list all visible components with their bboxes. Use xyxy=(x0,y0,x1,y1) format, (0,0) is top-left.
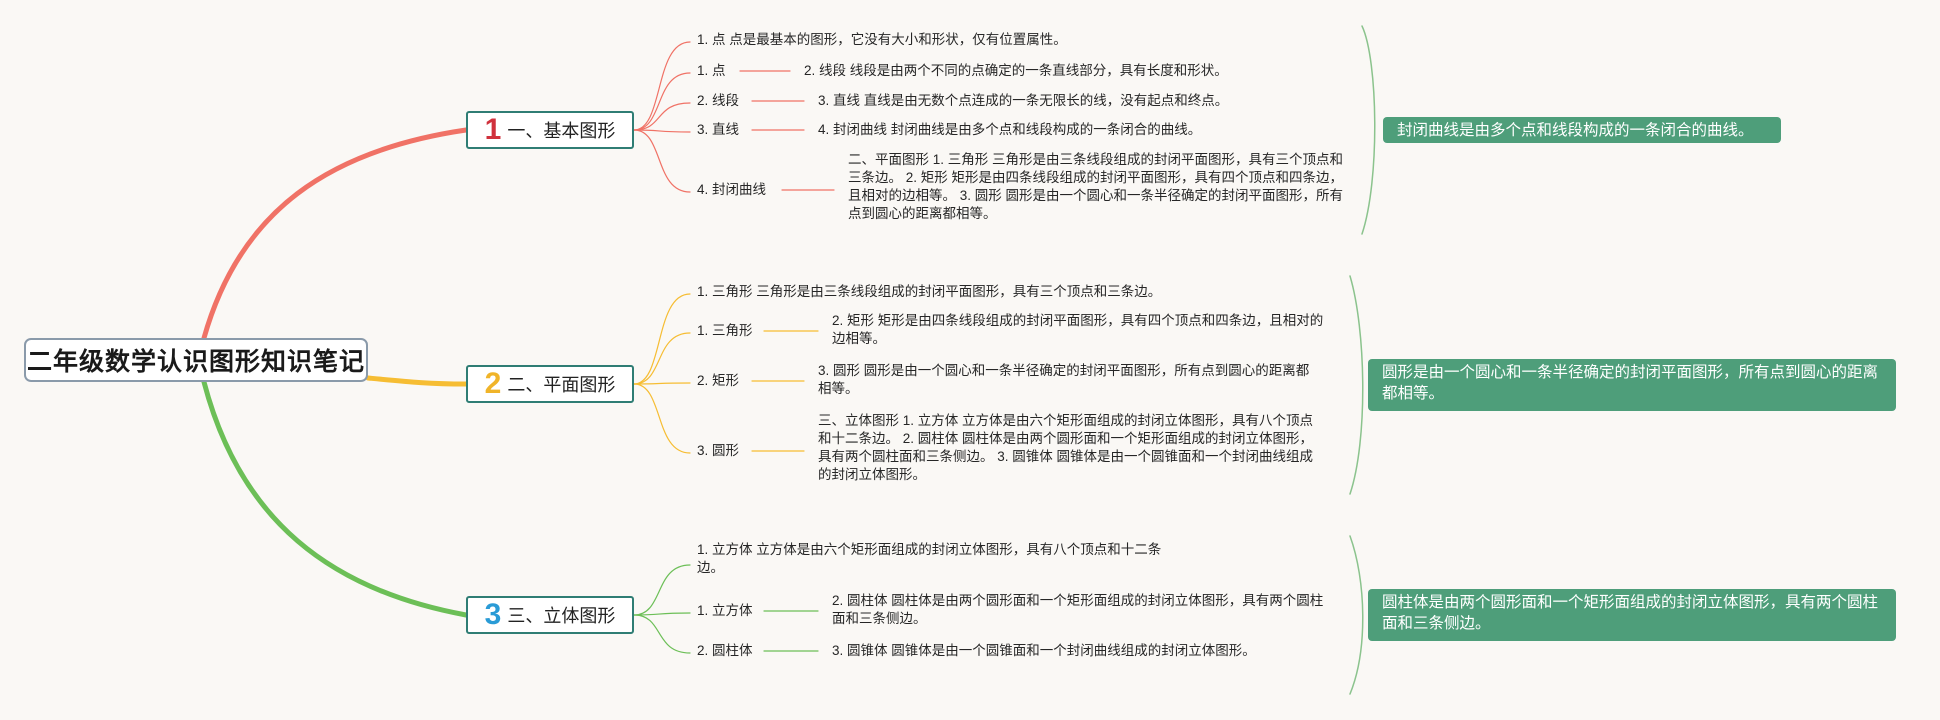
topic-item[interactable]: 3. 圆形 xyxy=(697,443,740,458)
connector-branch2-item-0 xyxy=(633,293,691,385)
branch-basic-shapes[interactable]: 1 一、基本图形 xyxy=(466,111,634,149)
connector-branch3-item-1 xyxy=(633,612,691,616)
topic-item[interactable]: 4. 封闭曲线 xyxy=(697,182,767,197)
branch-label: 三、立体图形 xyxy=(507,606,616,626)
topic-item[interactable]: 3. 直线 xyxy=(697,122,740,137)
number-badge-2: 2 xyxy=(484,367,502,400)
topic-detail[interactable]: 二、平面图形 1. 三角形 三角形是由三条线段组成的封闭平面图形，具有三个顶点和… xyxy=(848,152,1344,221)
topic-item[interactable]: 1. 三角形 三角形是由三条线段组成的封闭平面图形，具有三个顶点和三条边。 xyxy=(697,284,1162,299)
summary-note[interactable]: 圆形是由一个圆心和一条半径确定的封闭平面图形，所有点到圆心的距离都相等。 xyxy=(1368,359,1896,411)
connector-root-branch-2 xyxy=(365,375,469,387)
number-badge-1: 1 xyxy=(484,113,502,146)
branch-label: 二、平面图形 xyxy=(507,375,616,395)
connector-root-branch-1 xyxy=(201,127,469,341)
topic-detail[interactable]: 3. 圆形 圆形是由一个圆心和一条半径确定的封闭平面图形，所有点到圆心的距离都相… xyxy=(818,363,1310,396)
topic-detail[interactable]: 3. 直线 直线是由无数个点连成的一条无限长的线，没有起点和终点。 xyxy=(818,93,1229,108)
connector-branch1-item-1 xyxy=(633,72,691,131)
summary-bracket-3 xyxy=(1349,535,1364,695)
topic-item[interactable]: 2. 线段 xyxy=(697,93,740,108)
branch-label: 一、基本图形 xyxy=(507,121,616,141)
topic-item[interactable]: 1. 立方体 xyxy=(697,603,753,618)
connector-branch2-item-3 xyxy=(633,383,691,454)
connector-root-branch-3 xyxy=(201,379,469,618)
topic-detail[interactable]: 三、立体图形 1. 立方体 立方体是由六个矩形面组成的封闭立体图形，具有八个顶点… xyxy=(818,413,1314,482)
number-badge-3: 3 xyxy=(484,598,502,631)
topic-detail[interactable]: 2. 线段 线段是由两个不同的点确定的一条直线部分，具有长度和形状。 xyxy=(804,63,1228,78)
topic-item[interactable]: 1. 点 xyxy=(697,63,726,78)
summary-bracket-1 xyxy=(1361,25,1376,235)
topic-item[interactable]: 1. 立方体 立方体是由六个矩形面组成的封闭立体图形，具有八个顶点和十二条边。 xyxy=(697,542,1162,575)
topic-item[interactable]: 1. 点 点是最基本的图形，它没有大小和形状，仅有位置属性。 xyxy=(697,32,1067,47)
branch-plane-shapes[interactable]: 2 二、平面图形 xyxy=(466,365,634,403)
connector-branch1-item-4 xyxy=(633,129,691,193)
root-topic-label: 二年级数学认识图形知识笔记 xyxy=(26,348,365,376)
summary-note[interactable]: 封闭曲线是由多个点和线段构成的一条闭合的曲线。 xyxy=(1383,117,1781,143)
topic-item[interactable]: 1. 三角形 xyxy=(697,323,753,338)
summary-bracket-2 xyxy=(1349,275,1364,495)
topic-item[interactable]: 2. 矩形 xyxy=(697,373,740,388)
summary-note[interactable]: 圆柱体是由两个圆形面和一个矩形面组成的封闭立体图形，具有两个圆柱面和三条侧边。 xyxy=(1368,589,1896,641)
connector-branch1-item-0 xyxy=(633,41,691,131)
connector-branch3-item-0 xyxy=(633,564,691,616)
branch-solid-shapes[interactable]: 3 三、立体图形 xyxy=(466,596,634,634)
topic-detail[interactable]: 2. 圆柱体 圆柱体是由两个圆形面和一个矩形面组成的封闭立体图形，具有两个圆柱面… xyxy=(832,593,1324,626)
root-topic[interactable]: 二年级数学认识图形知识笔记 xyxy=(24,338,368,382)
connector-branch1-item-2 xyxy=(633,102,691,131)
connector-branch2-item-2 xyxy=(633,382,691,385)
connector-branch1-item-3 xyxy=(633,129,691,133)
topic-detail[interactable]: 2. 矩形 矩形是由四条线段组成的封闭平面图形，具有四个顶点和四条边，且相对的边… xyxy=(832,313,1324,346)
topic-detail[interactable]: 3. 圆锥体 圆锥体是由一个圆锥面和一个封闭曲线组成的封闭立体图形。 xyxy=(832,643,1256,658)
topic-item[interactable]: 2. 圆柱体 xyxy=(697,643,753,658)
connector-branch3-item-2 xyxy=(633,614,691,654)
connector-branch2-item-1 xyxy=(633,332,691,385)
topic-detail[interactable]: 4. 封闭曲线 封闭曲线是由多个点和线段构成的一条闭合的曲线。 xyxy=(818,122,1202,137)
